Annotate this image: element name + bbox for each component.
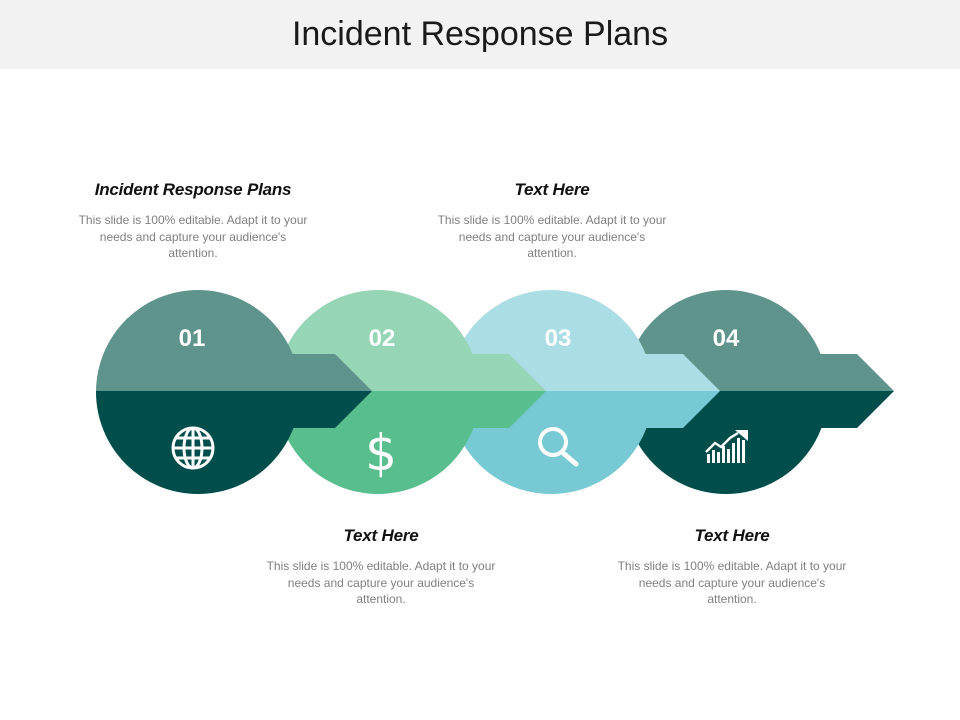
step-number: 03 xyxy=(545,325,572,352)
step-number: 02 xyxy=(369,325,396,352)
caption-step-04: Text Here This slide is 100% editable. A… xyxy=(612,526,852,608)
caption-heading: Text Here xyxy=(343,526,419,545)
caption-body: This slide is 100% editable. Adapt it to… xyxy=(78,213,308,260)
step-number: 04 xyxy=(713,325,740,352)
step-number: 01 xyxy=(179,325,206,352)
caption-body: This slide is 100% editable. Adapt it to… xyxy=(266,559,496,606)
growth-chart-icon xyxy=(705,430,748,463)
caption-heading: Incident Response Plans xyxy=(94,180,292,199)
step-03: 03 xyxy=(449,290,720,494)
dollar-icon: $ xyxy=(365,424,397,482)
globe-icon xyxy=(171,426,215,470)
caption-step-03: Text Here This slide is 100% editable. A… xyxy=(432,180,672,262)
step-01: 01 xyxy=(96,290,372,494)
title-bar: Incident Response Plans xyxy=(0,0,960,69)
caption-step-02: Text Here This slide is 100% editable. A… xyxy=(261,526,501,608)
caption-heading: Text Here xyxy=(514,180,590,199)
page-title: Incident Response Plans xyxy=(291,15,669,53)
caption-body: This slide is 100% editable. Adapt it to… xyxy=(437,213,667,260)
caption-step-01: Incident Response Plans This slide is 10… xyxy=(73,180,313,262)
search-icon xyxy=(538,427,579,467)
caption-heading: Text Here xyxy=(694,526,770,545)
caption-body: This slide is 100% editable. Adapt it to… xyxy=(617,559,847,606)
